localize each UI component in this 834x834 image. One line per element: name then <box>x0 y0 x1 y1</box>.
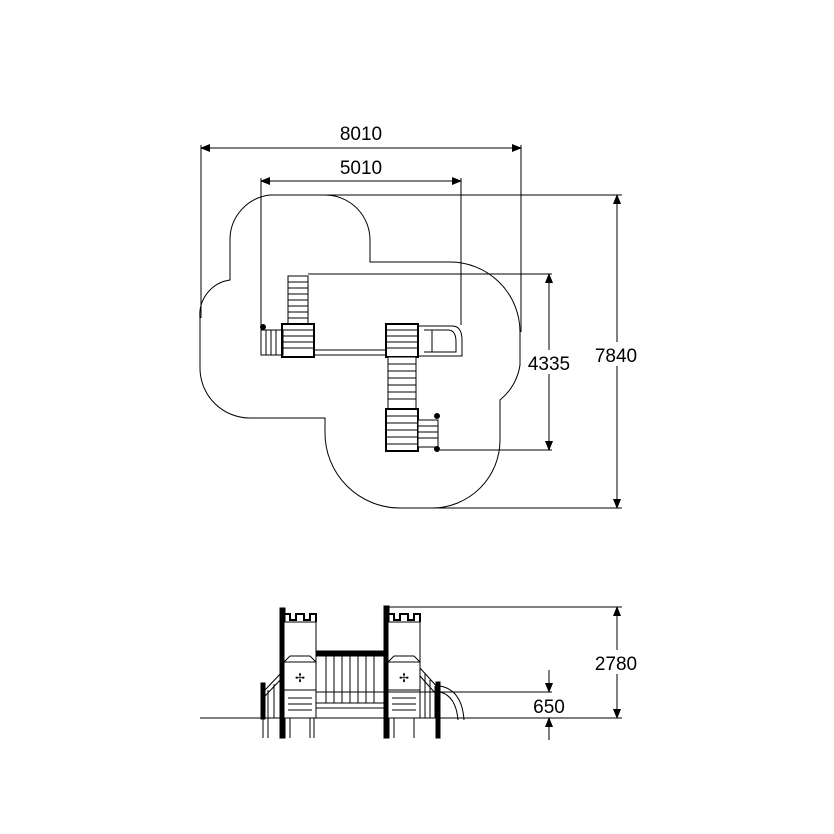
plan-structure <box>260 275 463 452</box>
dimension-structure-width: 5010 <box>260 158 462 330</box>
svg-text:✢: ✢ <box>399 671 409 685</box>
plan-view: 8010 5010 4335 7840 <box>199 124 646 509</box>
structure-depth-label: 4335 <box>528 354 570 375</box>
elevation-slide <box>439 685 465 721</box>
dimension-overall-height: 2780 <box>386 606 646 719</box>
dimension-platform-height: 650 <box>316 670 565 740</box>
dimension-structure-depth: 4335 <box>308 273 578 451</box>
overall-width-label: 8010 <box>340 124 382 145</box>
elevation-bridge <box>315 650 387 709</box>
elevation-left-tower: ✢ <box>279 607 317 739</box>
svg-text:✢: ✢ <box>295 671 305 685</box>
elevation-right-stairs <box>419 667 441 739</box>
overall-height-label: 2780 <box>595 654 637 675</box>
overall-depth-label: 7840 <box>595 346 637 367</box>
elevation-right-tower: ✢ <box>383 605 421 739</box>
safety-zone-outline <box>199 194 521 509</box>
elevation-left-steps <box>260 669 285 738</box>
elevation-view: ✢ <box>200 605 646 740</box>
structure-width-label: 5010 <box>340 158 382 179</box>
dimension-overall-width: 8010 <box>200 124 522 332</box>
platform-height-label: 650 <box>533 697 565 718</box>
dimension-overall-depth: 7840 <box>270 194 646 509</box>
